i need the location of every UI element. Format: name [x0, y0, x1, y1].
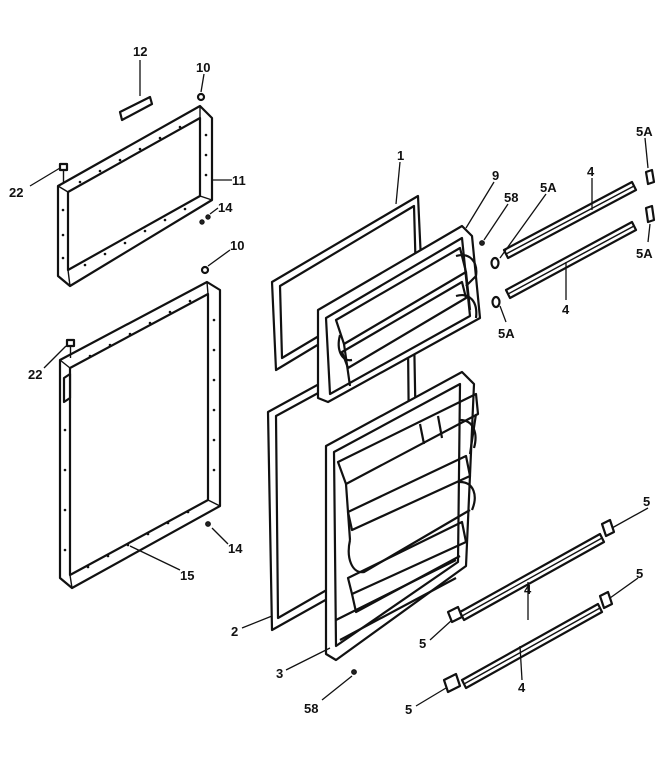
upper-hinge-screws	[199, 214, 211, 225]
lower-rail-end-caps	[442, 518, 616, 694]
lower-shelf-rail-1	[458, 532, 606, 622]
leader-lines	[29, 60, 651, 707]
callout-10-lower: 10	[230, 238, 244, 253]
upper-pin-screw	[58, 162, 69, 182]
lower-inner-door-liner	[324, 370, 480, 662]
callout-4-lower-b: 4	[518, 680, 526, 695]
lower-liner-screw	[351, 669, 357, 675]
lower-outer-door-panel	[58, 280, 222, 590]
callout-5A-right: 5A	[636, 246, 653, 261]
lower-shelf-rail-2	[460, 602, 604, 690]
callout-labels: 12 10 11 22 14 10 22 14 15 1 9 58 5A 4 5…	[9, 44, 653, 717]
callout-22-lower: 22	[28, 367, 42, 382]
callout-14-upper: 14	[218, 200, 233, 215]
callout-5-right-upper: 5	[643, 494, 650, 509]
callout-5A-lower-left: 5A	[498, 326, 515, 341]
callout-14-lower: 14	[228, 541, 243, 556]
callout-4-upper-b: 4	[562, 302, 570, 317]
callout-4-upper-a: 4	[587, 164, 595, 179]
callout-22-upper: 22	[9, 185, 23, 200]
upper-shelf-rail-1	[502, 180, 638, 260]
upper-inner-door-liner	[316, 224, 482, 404]
lower-plug-screw	[200, 265, 210, 275]
callout-58-upper: 58	[504, 190, 518, 205]
callout-11: 11	[232, 173, 246, 188]
callout-4-lower-a: 4	[524, 582, 532, 597]
callout-12: 12	[133, 44, 147, 59]
callout-58-lower: 58	[304, 701, 318, 716]
upper-shelf-rail-2	[504, 220, 638, 300]
nameplate-part	[118, 95, 154, 122]
callout-5-left-upper: 5	[419, 636, 426, 651]
callout-15: 15	[180, 568, 194, 583]
callout-9: 9	[492, 168, 499, 183]
callout-2: 2	[231, 624, 238, 639]
callout-5A-upper-left: 5A	[540, 180, 557, 195]
callout-5-left-lower: 5	[405, 702, 412, 717]
lower-hinge-screw	[205, 521, 211, 527]
callout-5A-upper-right: 5A	[636, 124, 653, 139]
upper-plug-screw	[196, 92, 206, 102]
lower-pin-screw	[65, 338, 76, 358]
callout-3: 3	[276, 666, 283, 681]
callout-1: 1	[397, 148, 404, 163]
upper-rail-end-caps	[490, 168, 656, 309]
callout-5-right-lower: 5	[636, 566, 643, 581]
callout-10-upper: 10	[196, 60, 210, 75]
upper-outer-door-panel	[56, 104, 214, 288]
upper-liner-screw	[479, 240, 485, 246]
